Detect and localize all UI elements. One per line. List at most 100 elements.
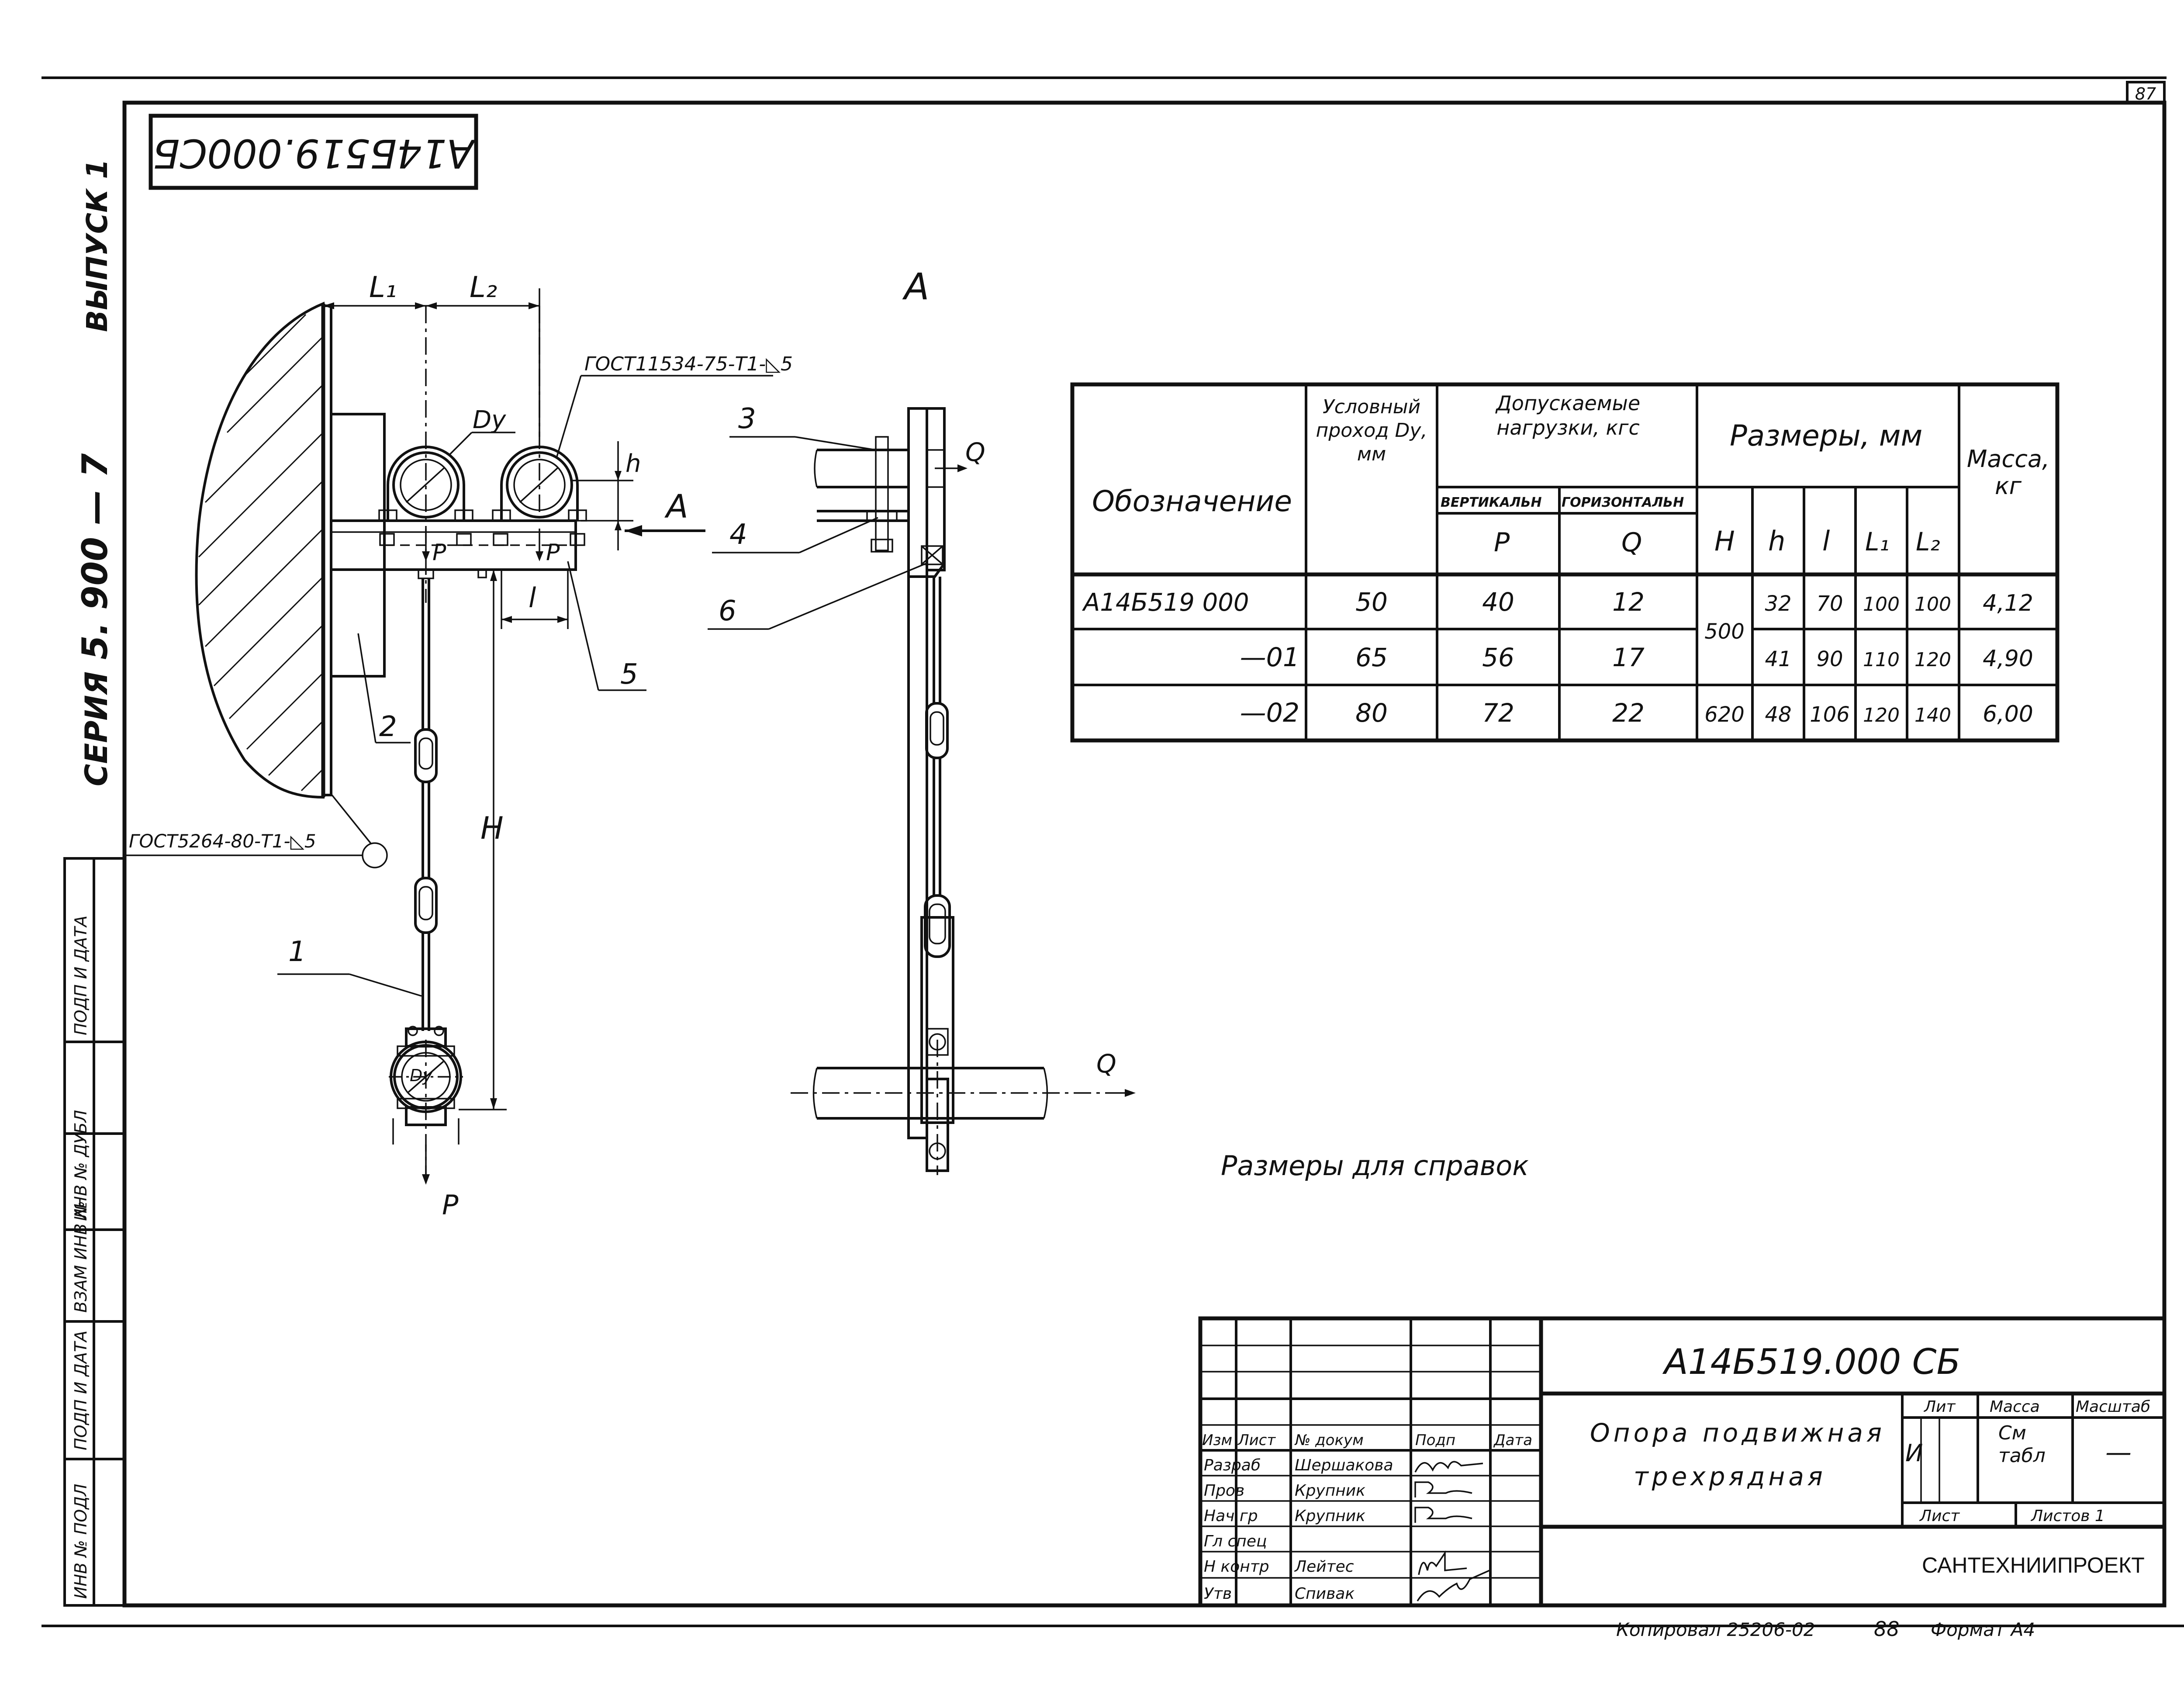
- tb-col-list: Лист: [1237, 1432, 1276, 1449]
- tb-role-5: Утв: [1204, 1585, 1232, 1603]
- row-1-h-small: 41: [1765, 647, 1791, 671]
- row-0-p: 40: [1482, 587, 1514, 617]
- row-0-q: 12: [1612, 587, 1645, 617]
- view-a-title: А: [902, 265, 929, 308]
- tb-lit-value: И: [1905, 1439, 1923, 1467]
- row-2-p: 72: [1482, 698, 1514, 728]
- main-frame: [122, 100, 2167, 1608]
- row-1-p: 56: [1482, 643, 1514, 672]
- th-p: P: [1494, 527, 1510, 558]
- main-view: P P Dу P: [124, 270, 793, 1221]
- title-block: Изм Лист № докум Подп Дата Разраб Шершак…: [1198, 1316, 2167, 1608]
- row-2-q: 22: [1612, 698, 1645, 728]
- tb-name-5: Спивак: [1295, 1585, 1355, 1603]
- tb-code: А14Б519.000 СБ: [1662, 1342, 1960, 1382]
- main-load-p-2: P: [546, 539, 560, 566]
- callout-3: 3: [738, 403, 756, 435]
- row-0-l: 70: [1816, 591, 1843, 616]
- issue-label: ВЫПУСК 1: [80, 159, 114, 332]
- strip-label-1: ПОДП И ДАТА: [71, 1331, 90, 1450]
- th-h-small: h: [1768, 525, 1785, 557]
- row-1-designation: —01: [1240, 642, 1299, 673]
- footer-copied: Копировал 25206-02: [1616, 1619, 1815, 1640]
- tb-name-1: Крупник: [1295, 1482, 1365, 1500]
- row-1-dy: 65: [1355, 643, 1388, 672]
- th-mass: Масса, кг: [1966, 446, 2050, 500]
- row-1-l1: 110: [1863, 649, 1900, 671]
- row-0-h-small: 32: [1765, 591, 1791, 616]
- row-1-mass: 4,90: [1983, 646, 2033, 672]
- row-2-l2: 140: [1914, 704, 1951, 726]
- callout-2: 2: [379, 711, 397, 743]
- tb-role-3: Гл спец: [1204, 1532, 1267, 1550]
- tb-name-4: Лейтес: [1294, 1558, 1354, 1576]
- row-0-l1: 100: [1863, 593, 1900, 616]
- dim-h-big: H: [480, 810, 504, 846]
- row-h-500: 500: [1704, 619, 1745, 644]
- dim-l: l: [529, 582, 536, 614]
- sheet-number-box: [2126, 81, 2166, 104]
- left-binding-strip: ИНВ № ПОДЛ ПОДП И ДАТА ВЗАМ ИНВ № ИНВ № …: [63, 857, 126, 1607]
- tb-title-line1: Опора подвижная: [1590, 1418, 1885, 1448]
- tb-role-0: Разраб: [1204, 1456, 1261, 1474]
- dim-l1: L₁: [369, 270, 397, 304]
- row-1-l: 90: [1816, 647, 1843, 671]
- series-label: СЕРИЯ: [79, 671, 114, 786]
- main-dy-bottom: Dу: [410, 1066, 432, 1085]
- th-q: Q: [1621, 527, 1642, 558]
- tb-scale-value: —: [2105, 1437, 2132, 1468]
- rotated-code: А14Б519.000СБ: [153, 130, 476, 176]
- th-vertical: ВЕРТИКАЛЬН: [1441, 495, 1542, 510]
- th-l1: L₁: [1865, 527, 1890, 557]
- tb-name-0: Шершакова: [1295, 1456, 1393, 1474]
- tb-sheets-label: Листов 1: [2030, 1507, 2105, 1525]
- strip-label-2: ВЗАМ ИНВ №: [71, 1201, 90, 1313]
- tb-mass-value: См табл: [1998, 1422, 2046, 1467]
- th-l2: L₂: [1916, 527, 1940, 557]
- row-1-q: 17: [1612, 643, 1645, 672]
- row-0-designation: А14Б519 000: [1082, 588, 1249, 617]
- tb-org: САНТЕХНИИПРОЕКТ: [1922, 1553, 2145, 1577]
- reference-note: Размеры для справок: [1221, 1150, 1529, 1182]
- view-a-q-top: Q: [965, 437, 985, 467]
- tb-col-doc: № докум: [1294, 1432, 1364, 1449]
- weld-note-left: ГОСТ5264-80-Т1-◺5: [129, 830, 316, 852]
- sheet-number: 87: [2135, 84, 2156, 104]
- main-load-p-bottom: P: [442, 1189, 459, 1221]
- tb-lit-label: Лит: [1923, 1398, 1956, 1416]
- tb-role-2: Нач гр: [1204, 1507, 1258, 1525]
- strip-label-4: ПОДП И ДАТА: [71, 916, 90, 1035]
- sizes-table: Обозначение Условный проход Dу, мм Допус…: [1070, 382, 2060, 743]
- footer-format: Формат А4: [1931, 1619, 2035, 1640]
- tb-sheet-label: Лист: [1919, 1507, 1960, 1525]
- th-loads: Допускаемые нагрузки, кгс: [1496, 391, 1641, 439]
- callout-1: 1: [288, 936, 306, 968]
- row-2-dy: 80: [1355, 698, 1388, 728]
- th-nominal: Условный проход Dу, мм: [1316, 396, 1427, 465]
- th-designation: Обозначение: [1092, 484, 1292, 518]
- footer-copied-num: 88: [1874, 1617, 1900, 1641]
- row-0-l2: 100: [1914, 593, 1951, 616]
- row-0-dy: 50: [1355, 587, 1388, 617]
- tb-role-1: Пров: [1204, 1482, 1244, 1500]
- tb-scale-label: Масштаб: [2076, 1398, 2150, 1416]
- tb-col-sign: Подп: [1415, 1432, 1455, 1449]
- section-arrow-a: А: [664, 488, 688, 526]
- row-h-620: 620: [1704, 702, 1745, 727]
- strip-label-0: ИНВ № ПОДЛ: [71, 1484, 90, 1599]
- row-2-mass: 6,00: [1983, 701, 2033, 727]
- series-value: 5. 900 — 7: [75, 453, 115, 660]
- tb-col-izm: Изм: [1202, 1432, 1232, 1449]
- tb-name-2: Крупник: [1295, 1507, 1365, 1525]
- dim-dy-label: Dу: [473, 406, 506, 434]
- view-a-q-bottom: Q: [1096, 1049, 1116, 1079]
- row-2-h-small: 48: [1765, 702, 1791, 727]
- callout-4: 4: [729, 519, 747, 551]
- main-load-p-1: P: [432, 539, 446, 566]
- dim-l2: L₂: [470, 270, 497, 304]
- signature-marks: [1414, 1461, 1490, 1601]
- dim-h-small: h: [625, 450, 641, 478]
- th-sizes: Размеры, мм: [1730, 419, 1922, 453]
- strip-label-3: ИНВ № ДУБЛ: [71, 1110, 90, 1221]
